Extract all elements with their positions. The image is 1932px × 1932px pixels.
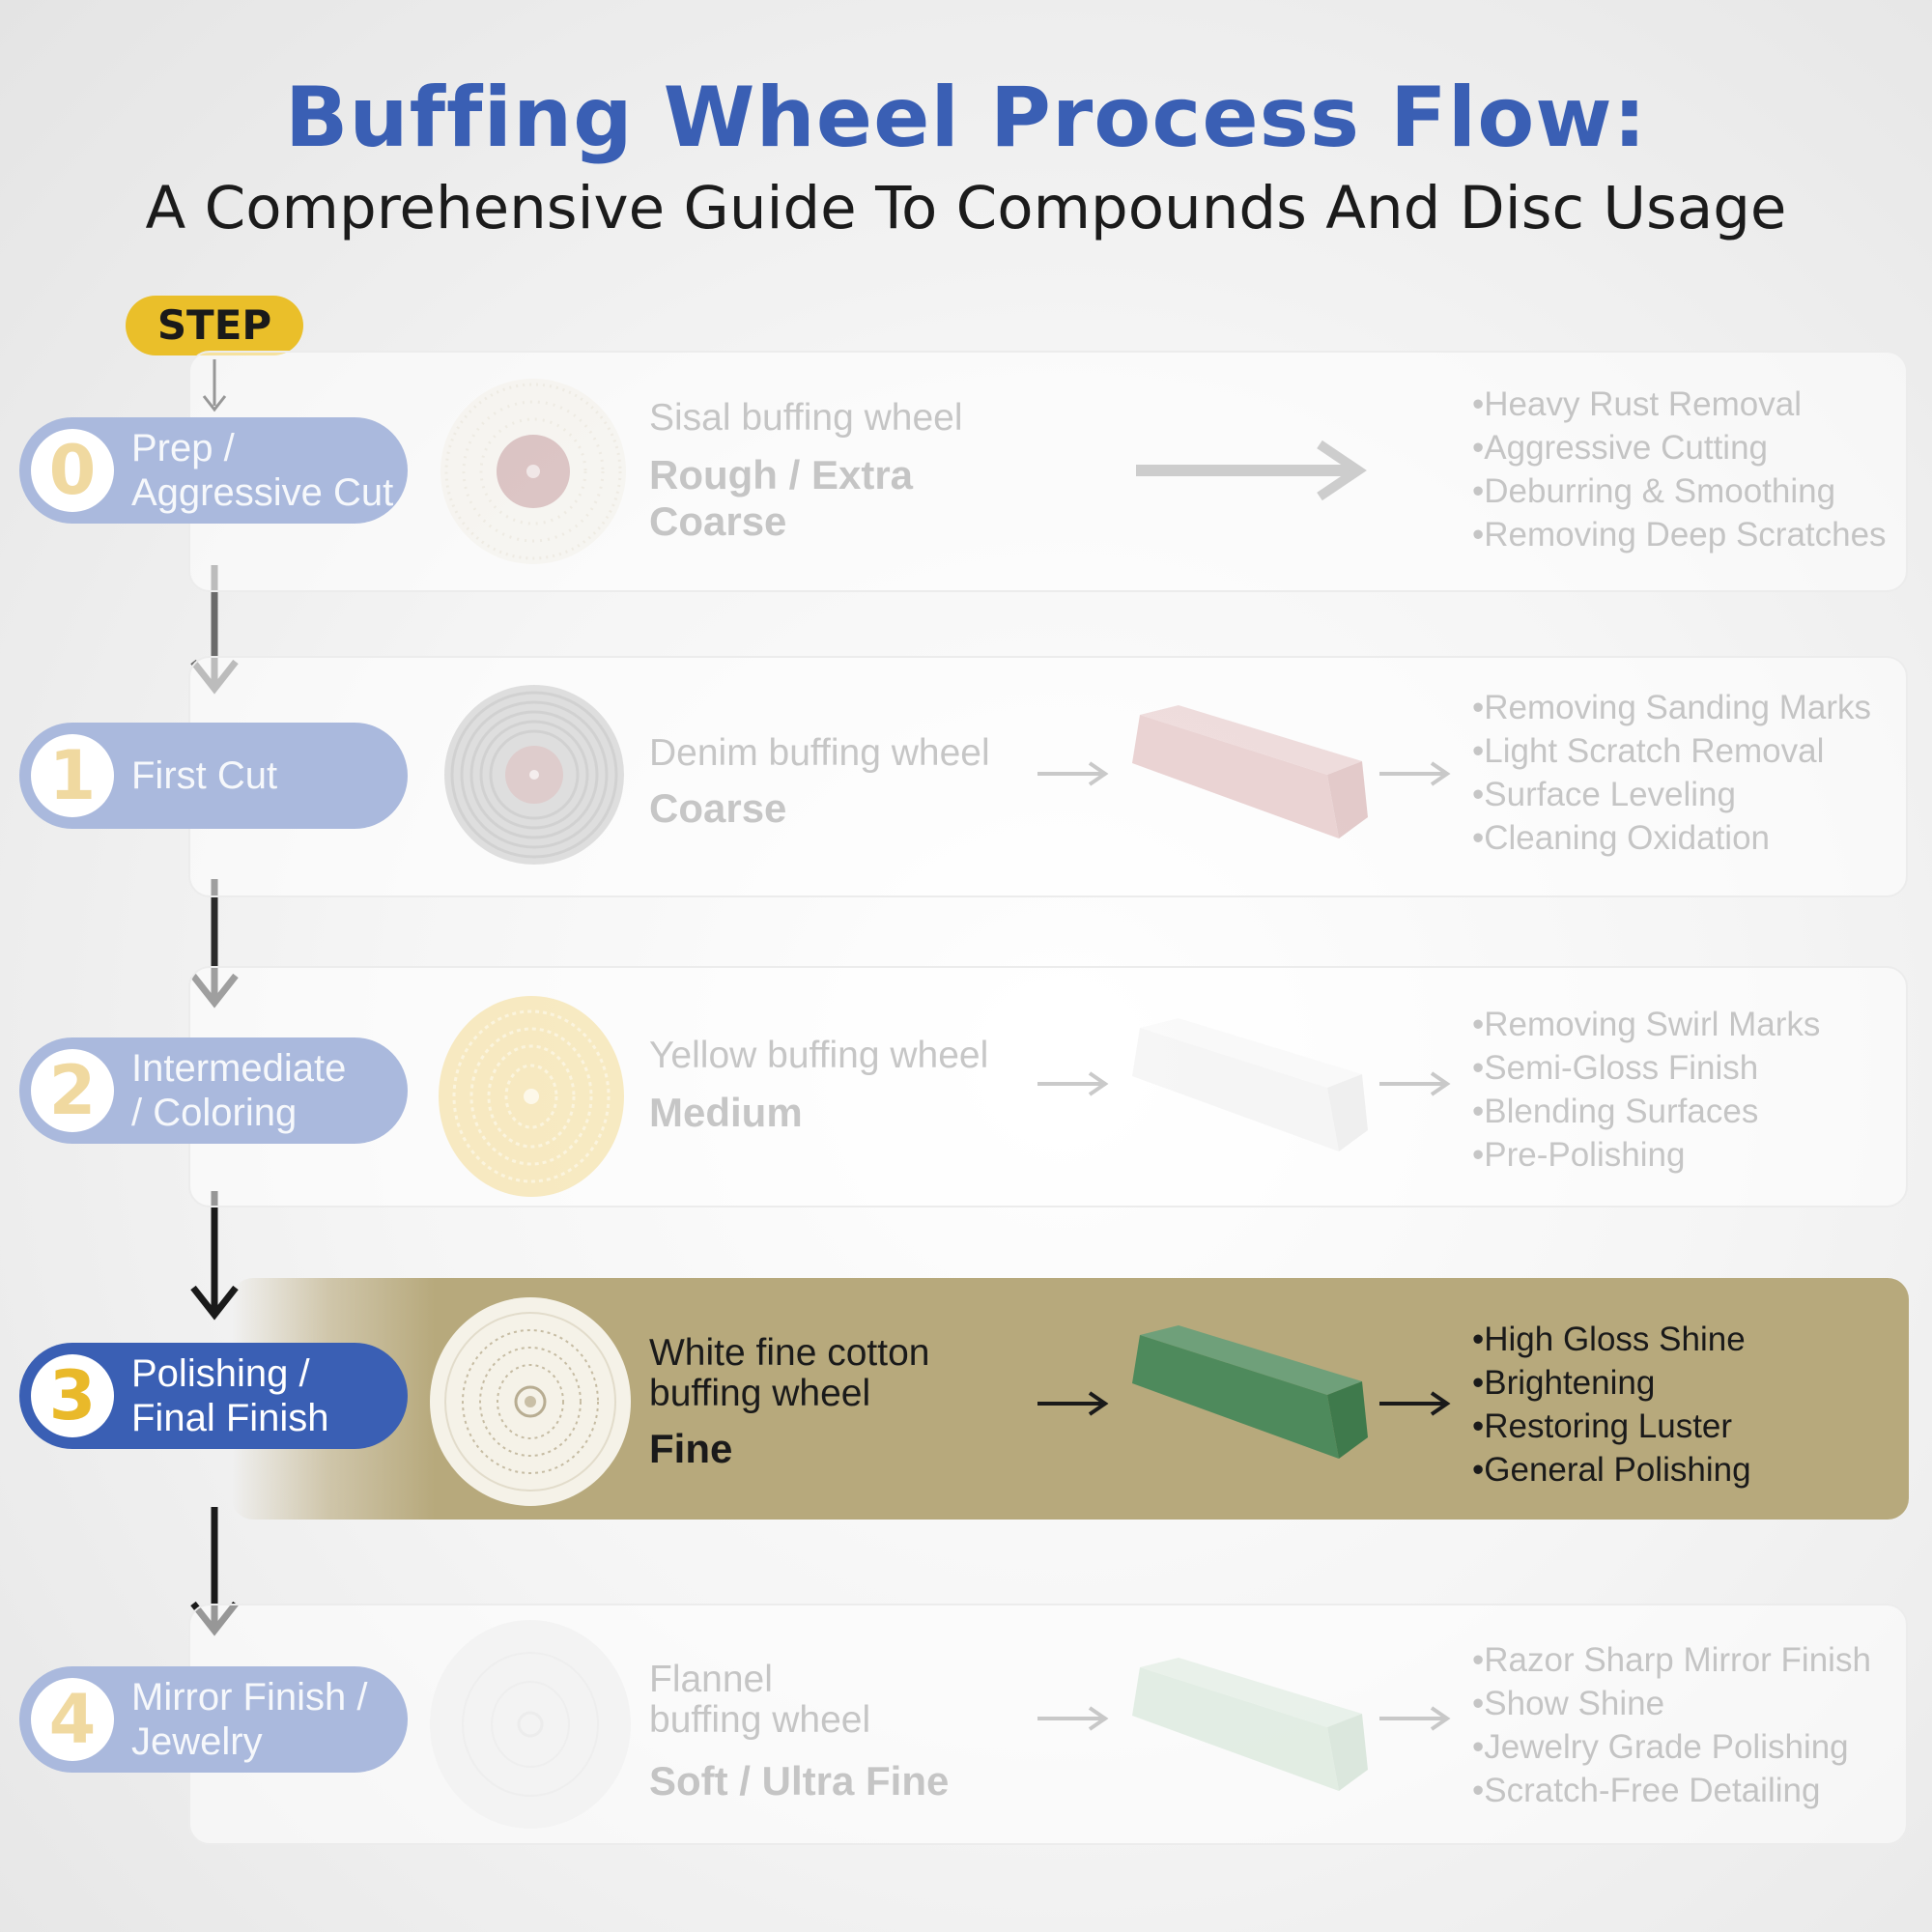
wheel-info: Denim buffing wheel Coarse xyxy=(649,733,990,832)
step-number: 0 xyxy=(31,429,114,512)
use-item: •Jewelry Grade Polishing xyxy=(1472,1728,1849,1766)
wheel-name: Yellow buffing wheel xyxy=(649,1035,989,1076)
green-compound-bar-icon xyxy=(1132,1325,1368,1459)
page-title: Buffing Wheel Process Flow: xyxy=(284,70,1648,166)
step-pill: 3 Polishing /Final Finish xyxy=(19,1343,408,1449)
step-pill: 1 First Cut xyxy=(19,723,408,829)
step-badge: STEP xyxy=(126,296,303,355)
wheel-name: Sisal buffing wheel xyxy=(649,397,963,439)
right-arrow-icon xyxy=(1379,761,1451,786)
uses-list: •Removing Swirl Marks •Semi-Gloss Finish… xyxy=(1472,1003,1820,1177)
use-item: •Cleaning Oxidation xyxy=(1472,819,1770,857)
use-item: •Semi-Gloss Finish xyxy=(1472,1049,1759,1087)
right-arrow-icon xyxy=(1136,440,1367,500)
step-pill: 0 Prep /Aggressive Cut xyxy=(19,417,408,524)
grit-level: Coarse xyxy=(649,785,787,831)
use-item: •Deburring & Smoothing xyxy=(1472,472,1836,510)
uses-list: •Razor Sharp Mirror Finish •Show Shine •… xyxy=(1472,1638,1871,1812)
wheel-info: Yellow buffing wheel Medium xyxy=(649,1036,988,1136)
down-arrow-icon xyxy=(190,1191,239,1321)
use-item: •Surface Leveling xyxy=(1472,776,1736,813)
use-item: •General Polishing xyxy=(1472,1451,1751,1489)
use-item: •Removing Swirl Marks xyxy=(1472,1006,1821,1043)
step-number: 4 xyxy=(31,1678,114,1761)
step-card xyxy=(188,351,1908,592)
right-arrow-icon xyxy=(1037,1071,1109,1096)
grit-level: Soft / Ultra Fine xyxy=(649,1758,950,1804)
step-pill: 4 Mirror Finish /Jewelry xyxy=(19,1666,408,1773)
sisal-wheel-icon xyxy=(440,379,626,564)
right-arrow-icon xyxy=(1379,1706,1451,1731)
use-item: •Razor Sharp Mirror Finish xyxy=(1472,1641,1871,1679)
step-label: Polishing /Final Finish xyxy=(131,1352,329,1439)
uses-list: •Heavy Rust Removal •Aggressive Cutting … xyxy=(1472,383,1887,556)
step-number: 3 xyxy=(31,1354,114,1437)
use-item: •Restoring Luster xyxy=(1472,1407,1733,1445)
step-label: Mirror Finish /Jewelry xyxy=(131,1676,368,1763)
step-label: Intermediate/ Coloring xyxy=(131,1047,347,1134)
step-pill: 2 Intermediate/ Coloring xyxy=(19,1037,408,1144)
use-item: •Pre-Polishing xyxy=(1472,1136,1686,1174)
step-label: Prep /Aggressive Cut xyxy=(131,427,394,514)
right-arrow-icon xyxy=(1379,1071,1451,1096)
use-item: •Show Shine xyxy=(1472,1685,1665,1722)
flannel-wheel-icon xyxy=(430,1620,631,1829)
uses-list: •Removing Sanding Marks •Light Scratch R… xyxy=(1472,686,1871,860)
step-number: 2 xyxy=(31,1049,114,1132)
use-item: •Aggressive Cutting xyxy=(1472,429,1769,467)
use-item: •Scratch-Free Detailing xyxy=(1472,1772,1821,1809)
white-cotton-wheel-icon xyxy=(430,1297,631,1506)
use-item: •Light Scratch Removal xyxy=(1472,732,1825,770)
uses-list: •High Gloss Shine •Brightening •Restorin… xyxy=(1472,1318,1751,1492)
right-arrow-icon xyxy=(1037,761,1109,786)
step-number: 1 xyxy=(31,734,114,817)
white-compound-bar-icon xyxy=(1132,1018,1368,1151)
use-item: •Removing Deep Scratches xyxy=(1472,516,1887,554)
wheel-name: Denim buffing wheel xyxy=(649,732,990,774)
use-item: •Removing Sanding Marks xyxy=(1472,689,1871,726)
right-arrow-icon xyxy=(1379,1391,1451,1416)
yellow-wheel-icon xyxy=(439,996,624,1197)
page-subtitle: A Comprehensive Guide To Compounds And D… xyxy=(145,174,1787,242)
right-arrow-icon xyxy=(1037,1391,1109,1416)
right-arrow-icon xyxy=(1037,1706,1109,1731)
use-item: •Blending Surfaces xyxy=(1472,1093,1759,1130)
use-item: •Brightening xyxy=(1472,1364,1656,1402)
grit-level: Fine xyxy=(649,1426,733,1471)
step-label: First Cut xyxy=(131,754,278,797)
use-item: •Heavy Rust Removal xyxy=(1472,385,1802,423)
grit-level: Medium xyxy=(649,1090,803,1135)
red-compound-bar-icon xyxy=(1132,705,1368,838)
light-green-compound-bar-icon xyxy=(1132,1658,1368,1791)
use-item: •High Gloss Shine xyxy=(1472,1321,1746,1358)
denim-wheel-icon xyxy=(444,685,624,865)
